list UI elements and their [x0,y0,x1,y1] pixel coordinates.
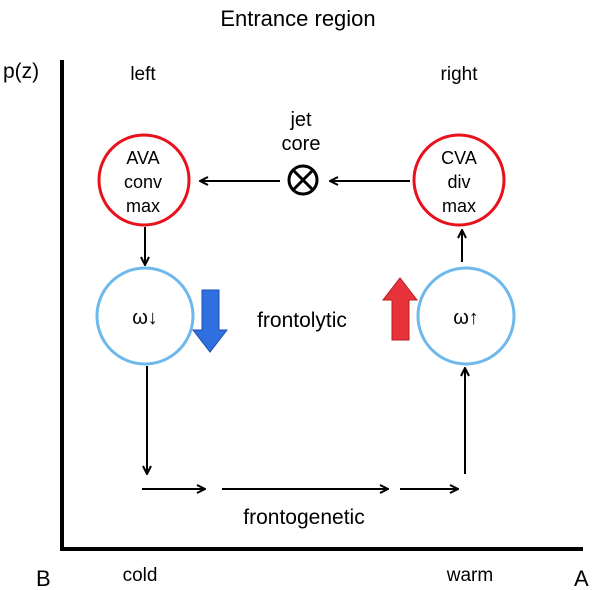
conv-label: conv [124,172,162,192]
rising-arrow-icon [381,277,419,341]
cva-circle [412,133,506,227]
ava-label: AVA [126,148,159,168]
corner-label-b: B [36,566,51,590]
jet-core-into-page-icon [287,164,319,196]
ava-circle [97,133,191,227]
frontolytic-label: frontolytic [257,309,347,332]
max-label-right: max [442,196,476,216]
omega-down-circle [95,266,195,366]
side-label-right: right [441,64,479,85]
y-axis-label: p(z) [3,60,39,83]
diagram-title: Entrance region [220,6,375,31]
cva-label: CVA [441,148,477,168]
jet-core-label-line2: core [282,133,321,155]
frontogenetic-label: frontogenetic [243,506,364,529]
jet-core-label-line1: jet [289,109,312,131]
cold-label: cold [123,565,158,586]
sinking-arrow-icon [191,289,229,353]
side-label-left: left [130,64,156,85]
div-label: div [447,172,470,192]
warm-label: warm [446,565,493,586]
corner-label-a: A [574,566,589,590]
omega-up-label: ω↑ [453,307,479,329]
max-label-left: max [126,196,160,216]
omega-up-circle [416,266,516,366]
omega-down-label: ω↓ [132,307,158,329]
